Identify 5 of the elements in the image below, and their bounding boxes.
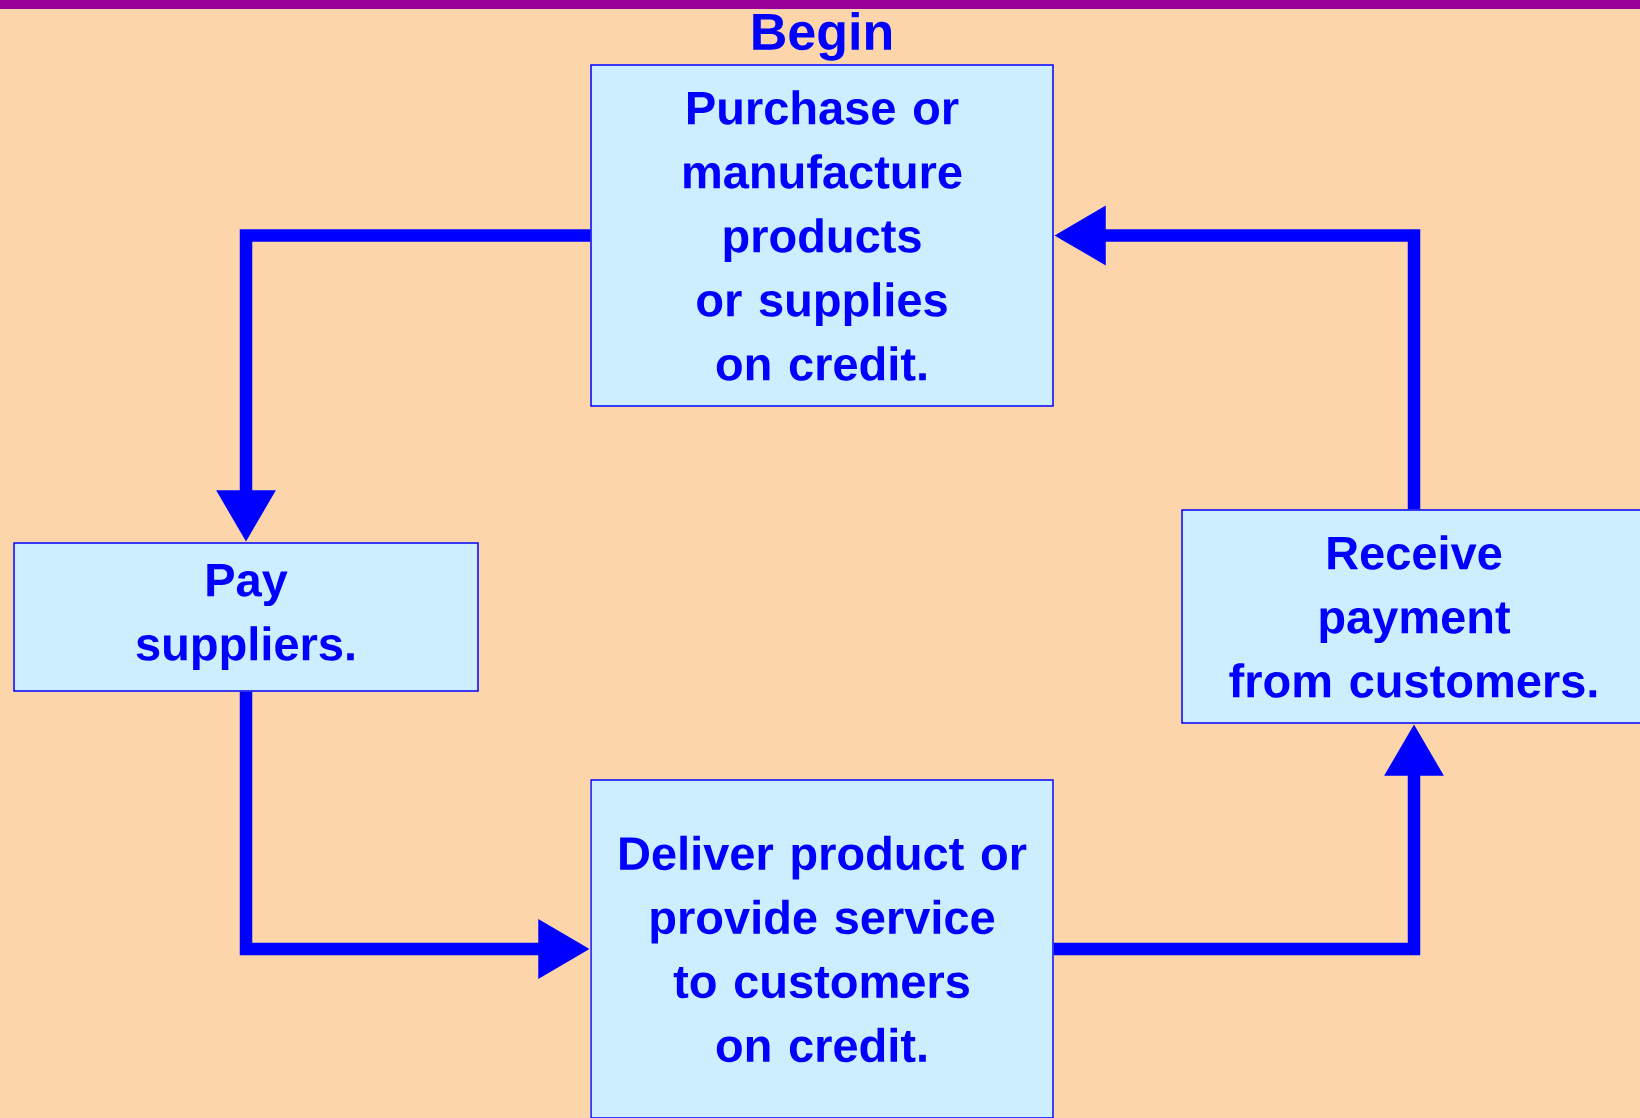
process-box: Pay suppliers. bbox=[13, 542, 479, 692]
process-box: Purchase or manufacture products or supplies on credit. bbox=[590, 64, 1054, 407]
process-box: Deliver product or provide service to customers on credit. bbox=[590, 779, 1054, 1118]
process-box: Receive payment from customers. bbox=[1181, 509, 1640, 724]
heading: Begin bbox=[753, 12, 891, 61]
